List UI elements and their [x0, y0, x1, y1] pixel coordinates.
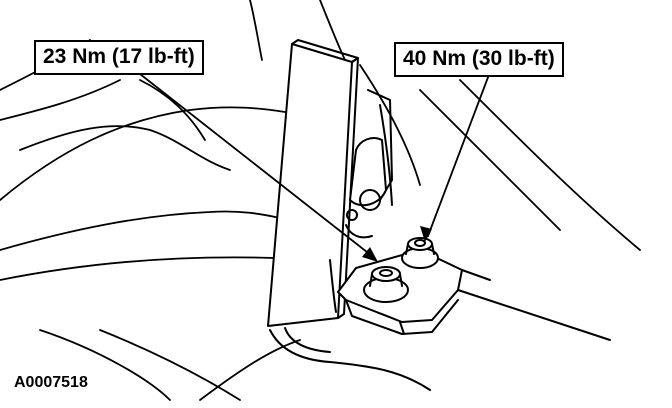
arrow-heads: [362, 226, 432, 262]
bracket-plate: [267, 39, 359, 327]
bolt-right: [401, 237, 439, 269]
leader-lines: [139, 71, 491, 257]
lower-contours: [269, 259, 431, 391]
hinge-mechanism: [345, 89, 393, 239]
torque-callout-right: 40 Nm (30 lb-ft): [394, 42, 564, 77]
bolt-left: [363, 266, 409, 303]
background-contours: [0, 0, 641, 401]
figure-id-label: A0007518: [14, 374, 88, 391]
torque-callout-left: 23 Nm (17 lb-ft): [34, 40, 204, 75]
